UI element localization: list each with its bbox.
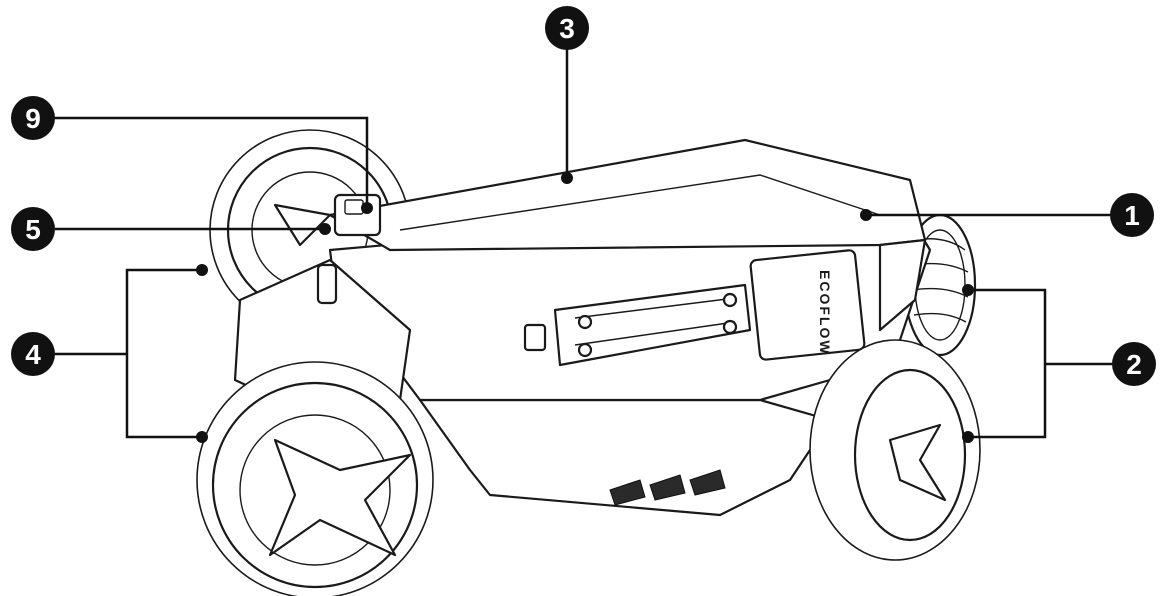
rear-left-front-wheel [196, 361, 434, 596]
callout-badge-9: 9 [11, 96, 55, 140]
callout-badge-4: 4 [11, 332, 55, 376]
leader-lines [55, 40, 1112, 439]
callout-badge-2: 2 [1112, 342, 1156, 386]
svg-text:3: 3 [559, 13, 575, 44]
callout-badge-1: 1 [1110, 193, 1154, 237]
svg-text:1: 1 [1124, 200, 1140, 231]
svg-text:2: 2 [1126, 349, 1142, 380]
callout-badge-3: 3 [545, 6, 589, 50]
leader-dots [196, 172, 974, 443]
svg-text:4: 4 [25, 339, 41, 370]
svg-text:5: 5 [25, 214, 41, 245]
brand-label: ECOFLOW [817, 270, 833, 356]
svg-text:9: 9 [25, 103, 41, 134]
mower-body: ECOFLOW [233, 138, 932, 517]
callout-badge-5: 5 [11, 207, 55, 251]
front-caster-wheel-front [809, 339, 981, 561]
